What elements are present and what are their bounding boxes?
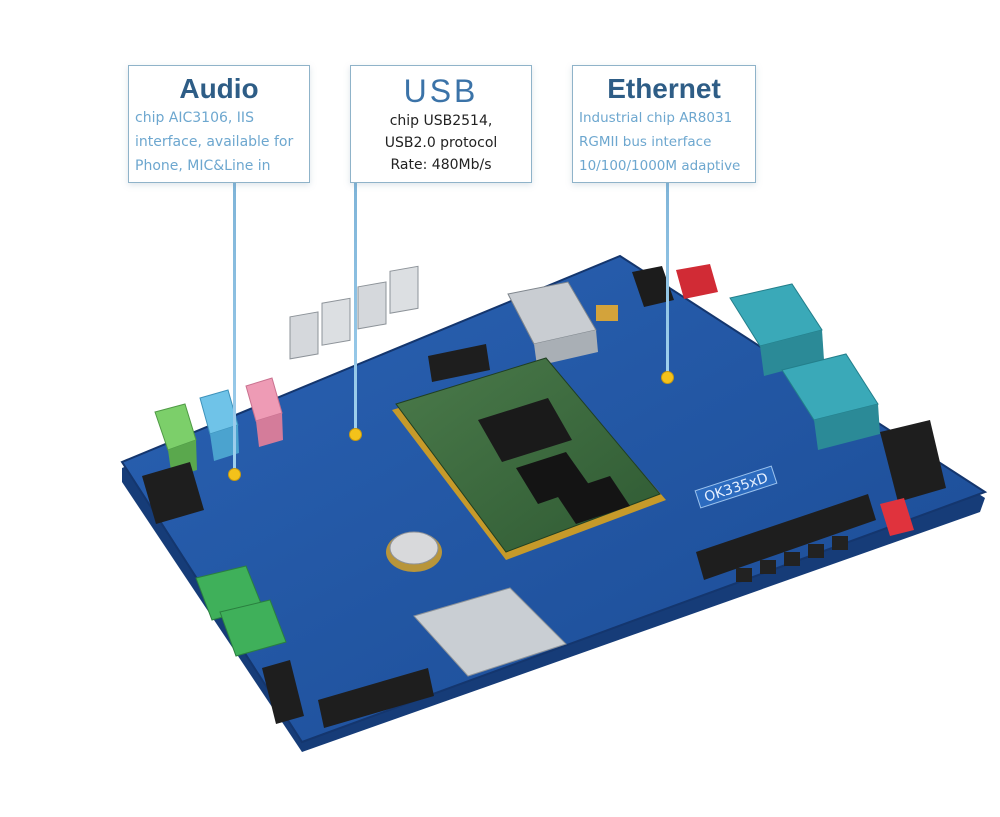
ethernet-callout-line: 10/100/1000M adaptive — [579, 158, 741, 174]
usb-leader-line — [354, 183, 357, 433]
usb-callout: USB chip USB2514, USB2.0 protocol Rate: … — [350, 65, 532, 183]
usb-callout-line: USB2.0 protocol — [384, 135, 498, 151]
usb-callout-line: Rate: 480Mb/s — [390, 157, 492, 173]
ethernet-jack — [507, 281, 598, 366]
usb-marker-dot — [349, 428, 362, 441]
ethernet-callout: Ethernet Industrial chip AR8031 RGMII bu… — [572, 65, 756, 183]
audio-jacks — [154, 377, 283, 478]
pin-headers — [142, 344, 946, 728]
audio-callout: Audio chip AIC3106, IIS interface, avail… — [128, 65, 310, 183]
audio-callout-line: Phone, MIC&Line in — [135, 158, 271, 174]
core-module — [392, 357, 666, 560]
dip-switch — [880, 498, 914, 536]
ethernet-callout-line: RGMII bus interface — [579, 134, 712, 150]
ethernet-callout-title: Ethernet — [607, 73, 721, 104]
push-buttons — [736, 536, 848, 582]
coin-battery — [386, 531, 442, 572]
usb-callout-line: chip USB2514, — [389, 113, 493, 129]
usb-callout-title: USB — [403, 73, 479, 109]
audio-callout-line: chip AIC3106, IIS — [135, 110, 254, 126]
ethernet-callout-line: Industrial chip AR8031 — [579, 110, 733, 126]
usb-ports — [289, 265, 419, 360]
audio-callout-line: interface, available for — [135, 134, 294, 150]
terminal-blocks — [195, 565, 287, 657]
sd-card-slot — [413, 587, 567, 677]
ethernet-leader-line — [666, 183, 669, 373]
ethernet-marker-dot — [661, 371, 674, 384]
serial-ports — [729, 283, 880, 450]
audio-leader-line — [233, 183, 236, 473]
audio-marker-dot — [228, 468, 241, 481]
audio-callout-title: Audio — [179, 73, 259, 104]
power-connectors — [596, 264, 718, 321]
